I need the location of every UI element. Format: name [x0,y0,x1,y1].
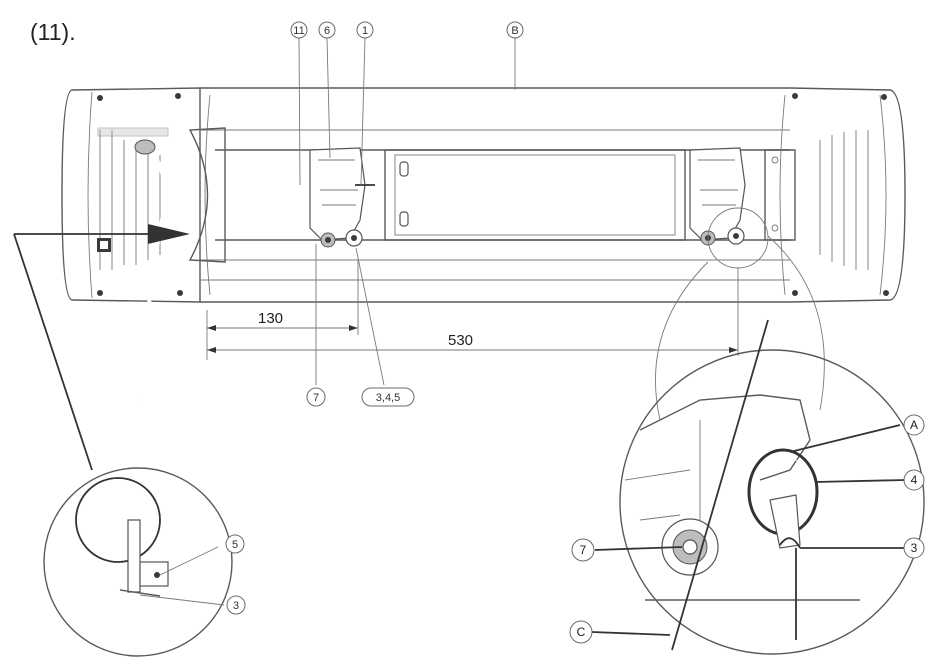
dimension-130-label: 130 [258,310,283,327]
dimension-530-label: 530 [448,332,473,349]
callout-3-left: 3 [226,595,246,615]
insertion-arrow [13,224,190,471]
callout-11: 11 [290,21,308,39]
svg-text:3: 3 [911,541,918,555]
callout-c-right: C [569,620,593,644]
svg-text:C: C [577,625,586,639]
callout-a-right: A [903,414,925,436]
svg-text:7: 7 [580,543,587,557]
dimension-530: 530 [207,268,739,356]
callout-7-right: 7 [571,538,595,562]
callout-1: 1 [356,21,374,39]
svg-text:B: B [511,25,518,37]
svg-text:A: A [910,418,918,432]
left-grille [97,127,169,270]
callout-6: 6 [318,21,336,39]
svg-text:4: 4 [911,473,918,487]
callout-5-left: 5 [225,534,245,554]
svg-text:3,4,5: 3,4,5 [376,392,400,404]
svg-text:11: 11 [293,25,304,37]
callout-3-right: 3 [903,537,925,559]
caption-text: (11). [30,19,76,45]
callout-7-main: 7 [306,387,326,407]
dimension-130: 130 [206,260,359,360]
callout-4-right: 4 [903,469,925,491]
heater-body [61,87,906,401]
right-detail: A 4 3 7 C [569,319,925,655]
right-grille [819,130,869,270]
svg-text:7: 7 [313,392,319,404]
svg-text:5: 5 [232,539,238,551]
callout-b: B [506,21,524,39]
svg-text:3: 3 [233,600,239,612]
svg-text:6: 6 [324,25,330,37]
callout-345: 3,4,5 [361,387,415,407]
left-detail: 5 3 [43,467,246,657]
svg-text:1: 1 [362,25,368,37]
left-clamp [309,147,375,248]
right-clamp [689,147,769,269]
